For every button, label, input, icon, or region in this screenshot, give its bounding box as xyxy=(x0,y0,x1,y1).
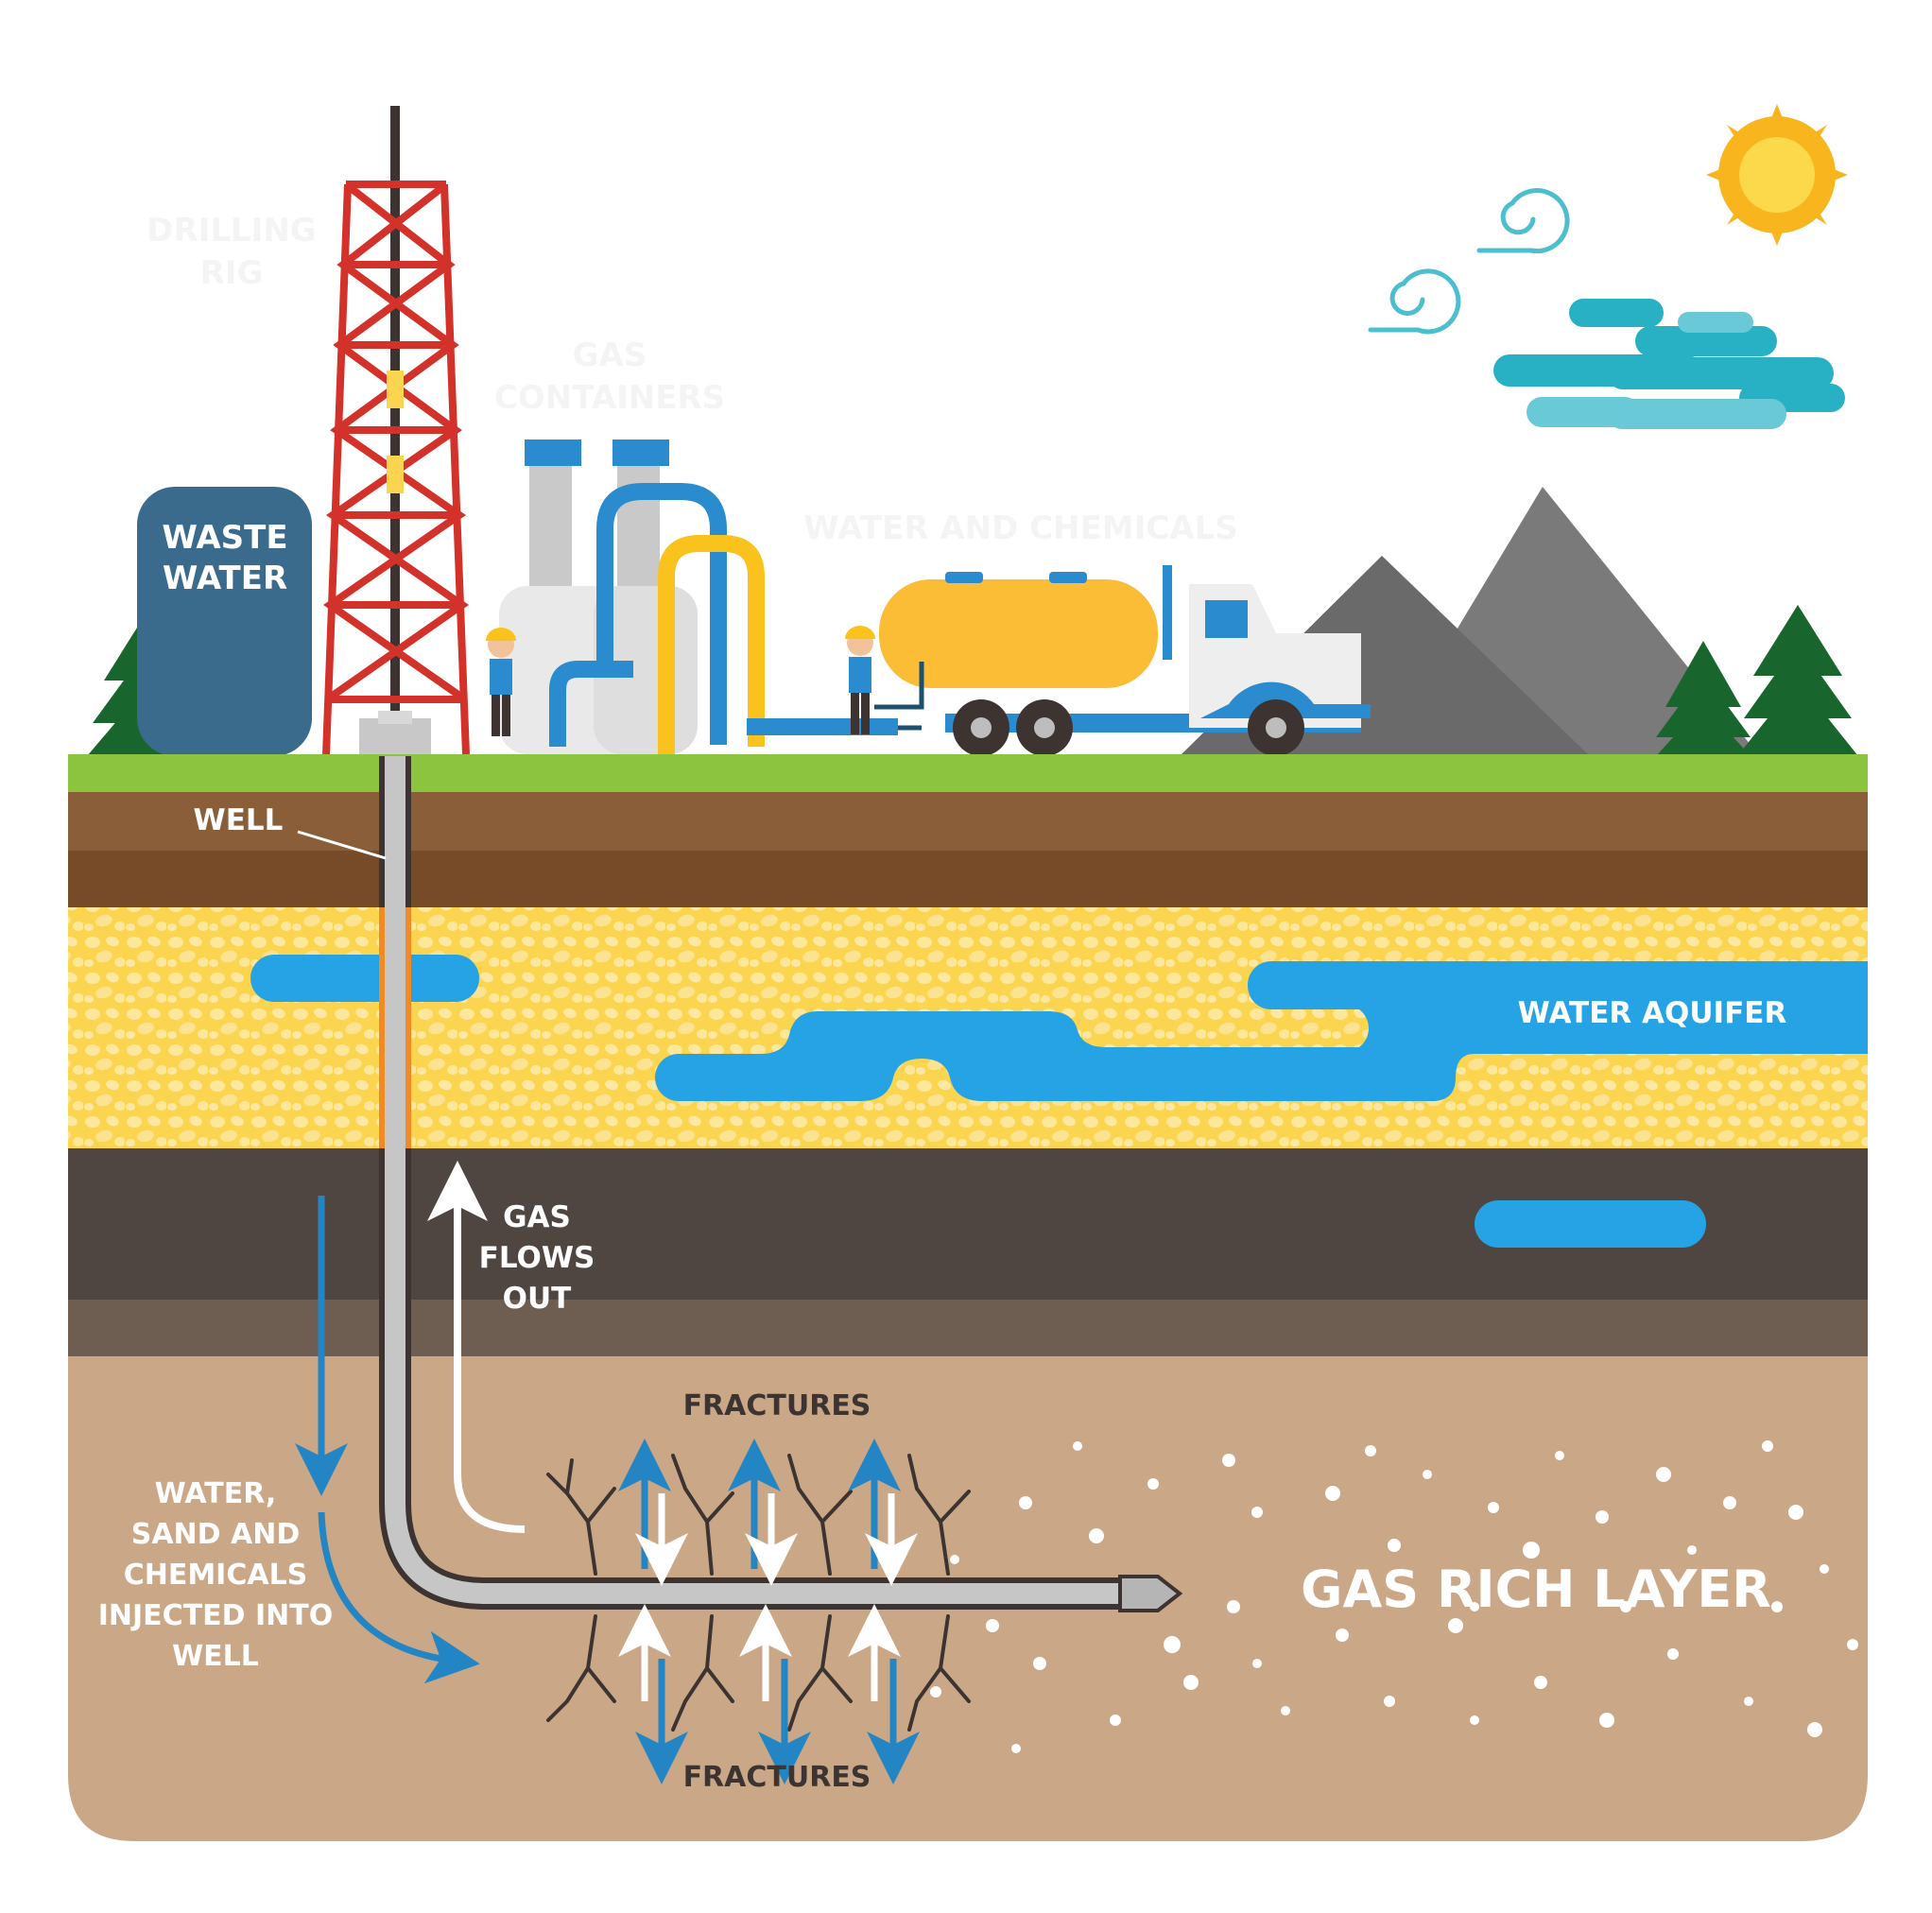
injected-label-2: SAND AND xyxy=(131,1518,301,1551)
waste-water-tank: WASTE WATER xyxy=(137,487,312,756)
well-pipe xyxy=(379,756,1153,1610)
worker-2 xyxy=(845,626,875,734)
water-aquifer xyxy=(250,955,1868,1248)
ground-labels: WATER AQUIFER GAS FLOWS OUT FRACTURES FR… xyxy=(98,996,1787,1794)
waste-water-label-2: WATER xyxy=(163,560,287,597)
fractures xyxy=(546,1454,971,1732)
waste-water-label: WASTE xyxy=(162,519,287,557)
injection-arrows xyxy=(295,1196,480,1684)
injected-label-4: INJECTED INTO xyxy=(98,1599,333,1632)
water-aquifer-label: WATER AQUIFER xyxy=(1518,996,1787,1030)
drilling-rig-label-2: RIG xyxy=(200,254,264,292)
gas-rich-layer-label: GAS RICH LAYER xyxy=(1301,1560,1771,1619)
clouds xyxy=(1493,299,1845,429)
drilling-rig-label: DRILLING xyxy=(147,212,316,250)
injected-label-5: WELL xyxy=(172,1640,259,1673)
sun xyxy=(1706,104,1848,246)
gas-containers-label: GAS xyxy=(573,336,647,374)
well-callout: WELL xyxy=(194,803,387,860)
water-chemicals-label: WATER AND CHEMICALS xyxy=(803,509,1237,547)
tree-right-1 xyxy=(1656,641,1751,756)
gas-flows-out-label-3: OUT xyxy=(503,1282,572,1316)
wind-swirls xyxy=(1368,188,1570,335)
gas-flows-out-label: GAS xyxy=(503,1200,571,1234)
tree-right-2 xyxy=(1737,605,1858,756)
gas-flows-out-label-2: FLOWS xyxy=(479,1241,595,1275)
injected-label: WATER, xyxy=(155,1477,277,1510)
fractures-top-label: FRACTURES xyxy=(683,1389,871,1422)
fractures-bottom-label: FRACTURES xyxy=(683,1761,871,1794)
drill-bit xyxy=(1118,1575,1183,1612)
gas-containers xyxy=(499,439,922,754)
gas-flow-arrow xyxy=(427,1161,526,1533)
drilling-rig xyxy=(322,106,470,755)
tanker-truck xyxy=(874,565,1371,756)
worker-1 xyxy=(486,628,516,736)
faint-labels: DRILLING RIG GAS CONTAINERS WATER AND CH… xyxy=(147,212,1237,547)
gas-containers-label-2: CONTAINERS xyxy=(494,379,725,417)
ground xyxy=(68,754,1868,1841)
well-label: WELL xyxy=(194,803,284,837)
fracture-arrows xyxy=(618,1439,920,1784)
gas-bubbles xyxy=(930,1440,1858,1753)
injected-label-3: CHEMICALS xyxy=(124,1559,308,1592)
